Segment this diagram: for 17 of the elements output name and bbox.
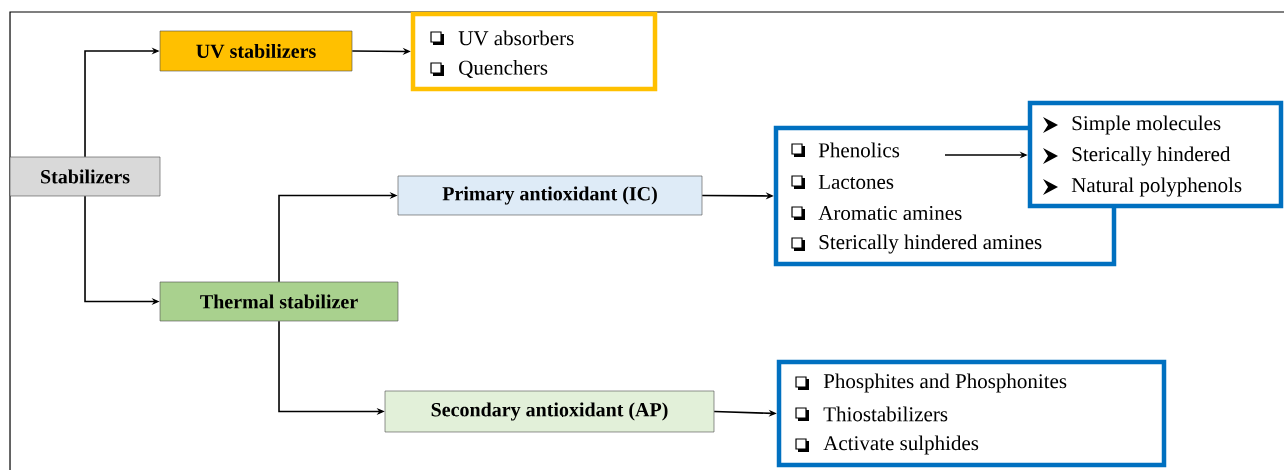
list-item: Sterically hindered	[1072, 146, 1231, 166]
list-item: Sterically hindered amines	[819, 234, 1042, 254]
list-item: Thiostabilizers	[823, 406, 948, 422]
list-item: Natural polyphenols	[1071, 177, 1242, 197]
list-item: UV absorbers	[458, 30, 574, 46]
label-box: Thermal stabilizer	[159, 281, 399, 322]
label-box: Primary antioxidant (IC)	[397, 175, 703, 216]
label-box: UV stabilizers	[159, 30, 353, 72]
list-item: Phosphites and Phosphonites	[823, 373, 1067, 393]
list-item: Simple molecules	[1072, 115, 1221, 135]
label-box: Secondary antioxidant (AP)	[384, 390, 715, 433]
list-item: Aromatic amines	[818, 205, 962, 221]
list-item: Quenchers	[459, 60, 548, 78]
list-item: Lactones	[818, 175, 894, 189]
label-box: Stabilizers	[9, 156, 161, 197]
list-item: Activate sulphides	[823, 435, 979, 455]
list-item: Phenolics	[818, 142, 900, 158]
